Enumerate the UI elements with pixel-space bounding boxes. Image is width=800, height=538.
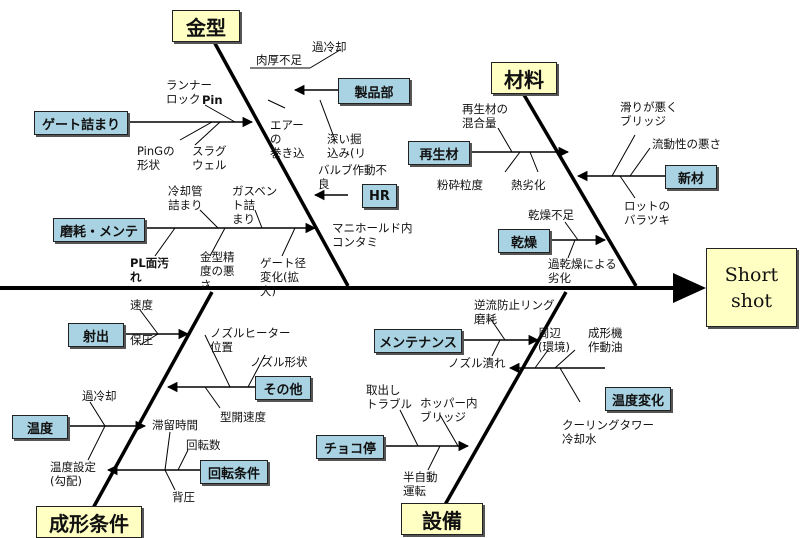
box-stop: チョコ停 xyxy=(316,435,384,459)
factor-nozzle-heater: ノズルヒーター 位置 xyxy=(210,326,291,354)
category-equipment: 設備 xyxy=(401,503,483,535)
factor-machine-oil: 成形機 作動油 xyxy=(588,326,623,354)
effect-box: Short shot xyxy=(706,248,797,327)
factor-dry-short: 乾燥不足 xyxy=(528,208,574,222)
factor-lot-var: ロットの バラツキ xyxy=(624,199,670,227)
factor-manifold: マニホールド内 コンタミ xyxy=(332,221,413,249)
factor-regrind-ratio: 再生材の 混合量 xyxy=(462,102,508,130)
category-material: 材料 xyxy=(491,62,557,94)
box-injection: 射出 xyxy=(68,323,124,347)
factor-temp-setting: 温度設定 (勾配) xyxy=(50,460,96,488)
bone-material xyxy=(518,87,638,287)
category-molding: 成形条件 xyxy=(36,506,142,538)
factor-poor-slip: 滑りが悪く ブリッジ xyxy=(620,100,678,128)
factor-check-ring: 逆流防止リング 磨耗 xyxy=(474,298,555,326)
factor-cooling-tower: クーリングタワー 冷却水 xyxy=(562,418,654,446)
box-other: その他 xyxy=(255,376,311,400)
factor-back-pressure: 背圧 xyxy=(172,490,195,504)
factor-sprue-well: スラグ ウェル xyxy=(192,144,227,172)
effect-line-2: shot xyxy=(730,289,773,312)
factor-pin: Pin xyxy=(202,93,223,107)
factor-crush-size: 粉砕粒度 xyxy=(437,178,483,192)
factor-gas-vent: ガスベン ト詰 まり xyxy=(232,184,278,226)
box-temp-change: 温度変化 xyxy=(605,387,671,411)
factor-runner-lock: ランナー ロック xyxy=(166,78,212,106)
factor-valve: バルブ作動不 良 xyxy=(318,163,387,191)
factor-heat-degrade: 熱劣化 xyxy=(511,178,546,192)
factor-semi-auto: 半自動 運転 xyxy=(403,470,438,498)
factor-rpm: 回転数 xyxy=(186,438,221,452)
factor-gate-diameter: ゲート径 変化(拡 大) xyxy=(260,256,306,298)
factor-air-trap: エアー の 巻き込 xyxy=(270,118,305,160)
factor-nozzle-shape: ノズル形状 xyxy=(250,355,308,369)
factor-nozzle-clog: ノズル潰れ xyxy=(448,356,506,370)
box-new-material: 新材 xyxy=(665,165,717,189)
factor-thin-wall: 肉厚不足 xyxy=(256,53,302,67)
box-temperature: 温度 xyxy=(12,415,68,439)
box-regrind: 再生材 xyxy=(408,141,470,165)
box-gate-clog: ゲート詰まり xyxy=(34,111,128,135)
box-rotation: 回転条件 xyxy=(200,460,268,484)
factor-mold-overcool: 過冷却 xyxy=(312,40,347,54)
factor-cooling-pipe: 冷却管 詰まり xyxy=(168,184,203,212)
factor-mold-open: 型開速度 xyxy=(220,410,266,424)
box-maintenance: メンテナンス xyxy=(374,329,462,353)
effect-line-1: Short xyxy=(724,263,779,286)
factor-molding-overcool: 過冷却 xyxy=(82,389,117,403)
box-drying: 乾燥 xyxy=(498,229,550,253)
box-hr: HR xyxy=(362,184,397,208)
factor-speed: 速度 xyxy=(130,298,153,312)
factor-dwell: 滞留時間 xyxy=(152,418,198,432)
factor-mold-precision: 金型精 度の悪 さ xyxy=(200,250,235,292)
factor-deep-rib: 深い掘 込み(リ xyxy=(327,132,366,160)
factor-ambient: 周辺 (環境) xyxy=(538,326,570,354)
category-mold: 金型 xyxy=(172,10,240,42)
bone-equipment xyxy=(440,291,568,511)
factor-pl-stain: PL面汚 れ xyxy=(130,256,169,284)
factor-over-dry: 過乾燥による 劣化 xyxy=(548,257,617,285)
factor-hopper: ホッパー内 ブリッジ xyxy=(420,396,478,424)
factor-pressure: 保圧 xyxy=(130,333,153,347)
spine-arrowhead xyxy=(673,273,706,303)
factor-take-out: 取出し トラブル xyxy=(366,383,412,411)
box-wear-maint: 磨耗・メンテ xyxy=(53,218,145,242)
factor-ping-shape: PinGの 形状 xyxy=(137,144,175,172)
box-product: 製品部 xyxy=(338,78,410,104)
bone-mold xyxy=(210,37,350,287)
factor-poor-flow: 流動性の悪さ xyxy=(652,137,721,151)
